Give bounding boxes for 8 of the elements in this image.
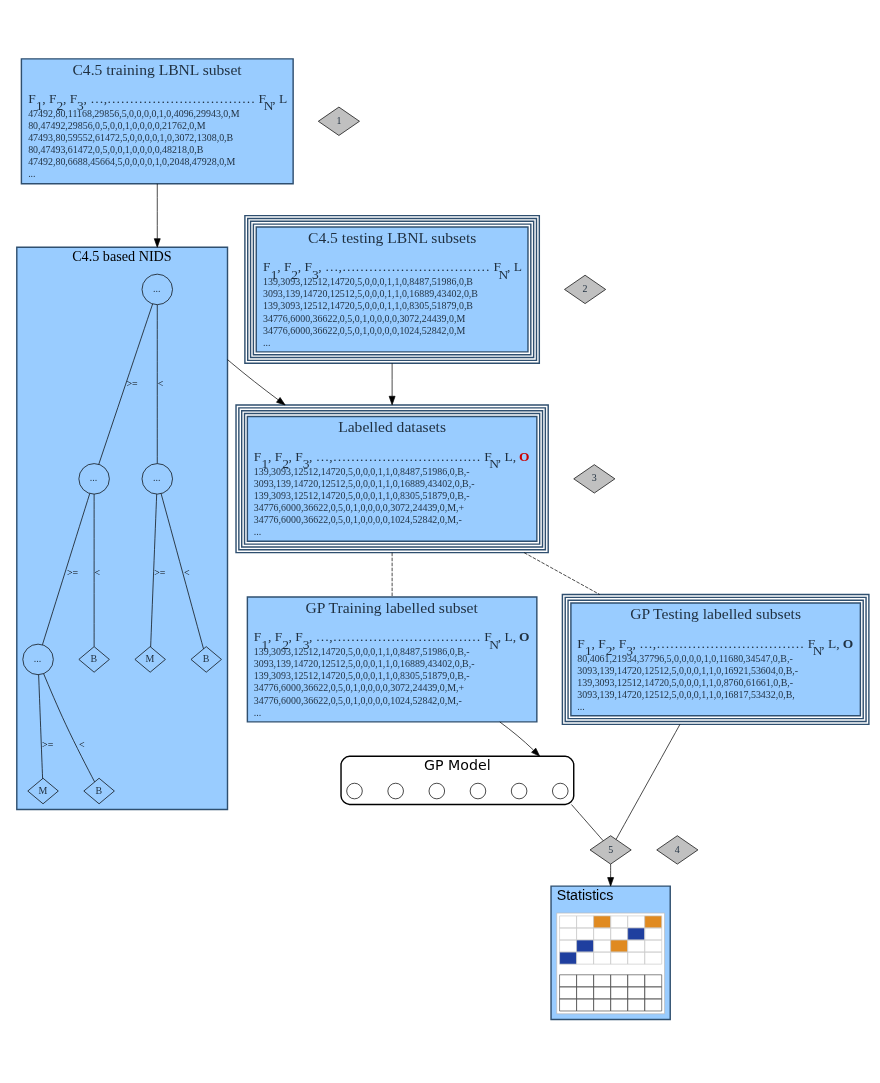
edge-label: >= — [126, 377, 138, 389]
edge-label: < — [157, 377, 164, 389]
edge-label: >= — [42, 738, 54, 750]
edge-label: < — [94, 566, 101, 578]
edge-label: >= — [66, 566, 79, 578]
edge-label: < — [78, 738, 85, 750]
edge-label: < — [183, 566, 190, 578]
edge-label: >= — [154, 566, 166, 578]
